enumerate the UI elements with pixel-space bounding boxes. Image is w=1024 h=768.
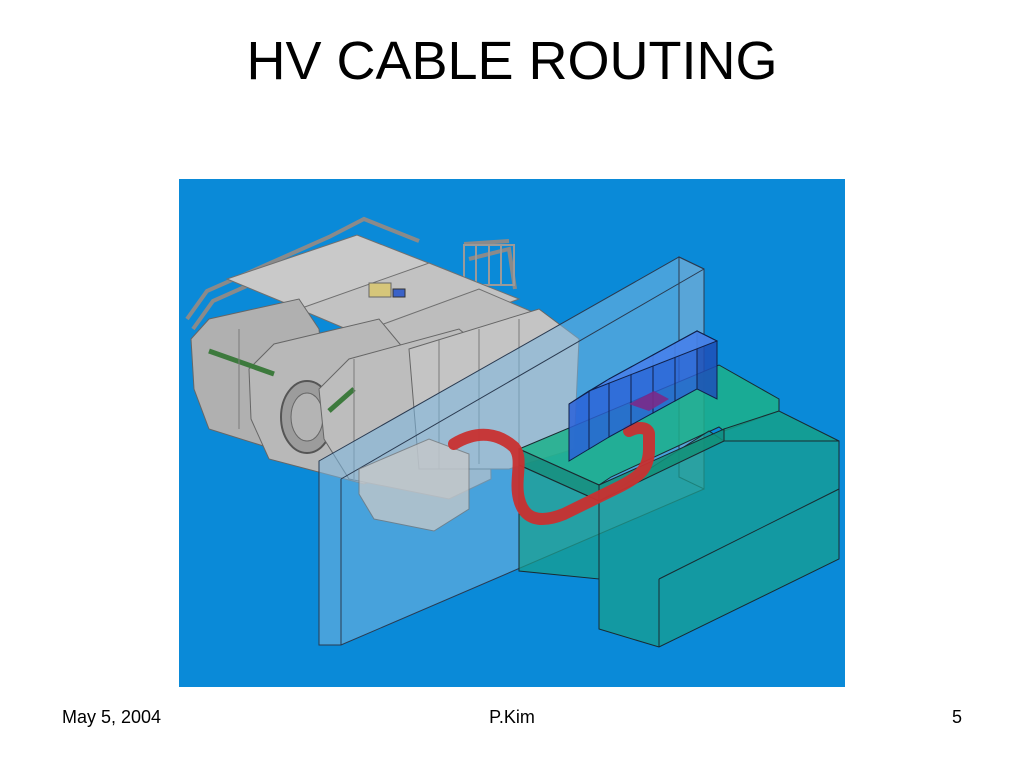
hv-racks bbox=[568, 330, 719, 462]
cable-tray bbox=[327, 387, 356, 413]
top-component bbox=[368, 282, 392, 298]
cad-illustration bbox=[179, 179, 845, 687]
detector-railing bbox=[463, 244, 515, 286]
footer-date: May 5, 2004 bbox=[62, 707, 162, 727]
top-component bbox=[392, 288, 406, 298]
hv-cable bbox=[448, 422, 655, 525]
footer-author: P.Kim bbox=[489, 707, 535, 727]
slide-title: HV CABLE ROUTING bbox=[246, 31, 778, 91]
detector-endcap-front bbox=[358, 438, 470, 532]
detector-cable-routing-figure bbox=[179, 179, 845, 687]
cable-tray bbox=[208, 348, 275, 377]
rack-connector bbox=[629, 391, 669, 411]
page-number: 5 bbox=[951, 707, 962, 727]
